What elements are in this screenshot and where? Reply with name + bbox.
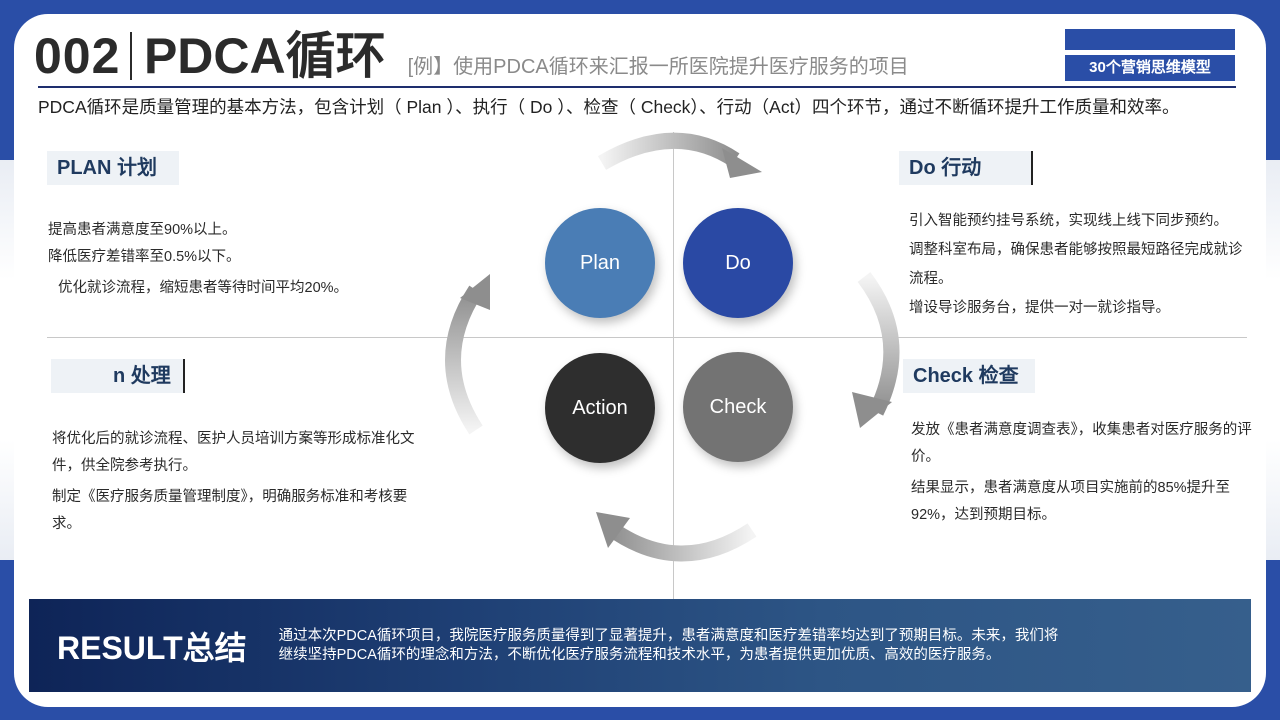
intro-text: PDCA循环是质量管理的基本方法，包含计划（ Plan ）、执行（ Do ）、检… — [38, 97, 1180, 117]
text-cursor — [183, 359, 185, 393]
vertical-axis-line — [673, 132, 674, 600]
slide-number: 002 — [34, 28, 121, 84]
action-heading: n 处理 — [51, 359, 183, 393]
circle-action: Action — [545, 353, 655, 463]
plan-item: 优化就诊流程，缩短患者等待时间平均20%。 — [58, 280, 349, 296]
plan-body: 提高患者满意度至90%以上。 降低医疗差错率至0.5%以下。 优化就诊流程，缩短… — [48, 217, 428, 302]
title-row: 002 PDCA循环 [例】使用PDCA循环来汇报一所医院提升医疗服务的项目 — [34, 28, 909, 84]
circle-action-label: Action — [572, 396, 628, 419]
plan-heading: PLAN 计划 — [47, 151, 179, 185]
check-item: 发放《患者满意度调查表》，收集患者对医疗服务的评价。 — [911, 422, 1252, 465]
result-title: RESULT总结 — [57, 629, 247, 666]
check-body: 发放《患者满意度调查表》，收集患者对医疗服务的评价。 结果显示，患者满意度从项目… — [911, 417, 1256, 529]
action-item: 将优化后的就诊流程、医护人员培训方案等形成标准化文件，供全院参考执行。 — [52, 431, 415, 474]
background-strip-left — [0, 160, 16, 560]
cycle-arrows — [445, 132, 900, 562]
text-cursor — [1031, 151, 1033, 185]
circle-do-label: Do — [725, 251, 751, 274]
action-item: 制定《医疗服务质量管理制度》，明确服务标准和考核要求。 — [52, 489, 408, 532]
arrow-check-to-action-icon — [596, 512, 757, 562]
action-body: 将优化后的就诊流程、医护人员培训方案等形成标准化文件，供全院参考执行。 制定《医… — [52, 426, 427, 538]
title-divider — [130, 32, 132, 80]
result-line: 通过本次PDCA循环项目，我院医疗服务质量得到了显著提升，患者满意度和医疗差错率… — [278, 627, 1059, 644]
title-underline — [38, 86, 1236, 88]
arrow-do-to-check-icon — [852, 272, 900, 428]
check-heading: Check 检查 — [903, 359, 1035, 393]
slide-card: 002 PDCA循环 [例】使用PDCA循环来汇报一所医院提升医疗服务的项目 3… — [14, 14, 1266, 707]
check-item: 结果显示，患者满意度从项目实施前的85%提升至92%，达到预期目标。 — [911, 480, 1231, 523]
plan-item: 降低医疗差错率至0.5%以下。 — [48, 249, 241, 265]
arrow-action-to-plan-icon — [445, 274, 490, 435]
circle-do: Do — [683, 208, 793, 318]
circle-plan-label: Plan — [579, 251, 621, 274]
badge-bar — [1065, 29, 1235, 50]
result-text: 通过本次PDCA循环项目，我院医疗服务质量得到了显著提升，患者满意度和医疗差错率… — [279, 627, 1059, 665]
result-banner: RESULT总结 通过本次PDCA循环项目，我院医疗服务质量得到了显著提升，患者… — [29, 599, 1251, 692]
do-body: 引入智能预约挂号系统，实现线上线下同步预约。 调整科室布局，确保患者能够按照最短… — [909, 207, 1254, 323]
page-subtitle: [例】使用PDCA循环来汇报一所医院提升医疗服务的项目 — [407, 56, 909, 78]
result-line: 继续坚持PDCA循环的理念和方法，不断优化医疗服务流程和技术水平，为患者提供更加… — [278, 646, 1001, 663]
page-title: PDCA循环 — [143, 28, 386, 84]
arrow-plan-to-do-icon — [597, 132, 762, 178]
circle-check-label: Check — [709, 395, 767, 418]
circle-plan: Plan — [545, 208, 655, 318]
background-strip-right — [1264, 160, 1280, 560]
circle-check: Check — [683, 352, 793, 462]
plan-item: 提高患者满意度至90%以上。 — [48, 222, 237, 238]
do-item: 引入智能预约挂号系统，实现线上线下同步预约。 — [909, 213, 1228, 229]
do-heading: Do 行动 — [899, 151, 1031, 185]
series-badge: 30个营销思维模型 — [1065, 55, 1235, 81]
horizontal-axis-line — [47, 337, 1247, 338]
do-item: 调整科室布局，确保患者能够按照最短路径完成就诊流程。 — [909, 242, 1243, 287]
do-item: 增设导诊服务台，提供一对一就诊指导。 — [909, 300, 1170, 316]
